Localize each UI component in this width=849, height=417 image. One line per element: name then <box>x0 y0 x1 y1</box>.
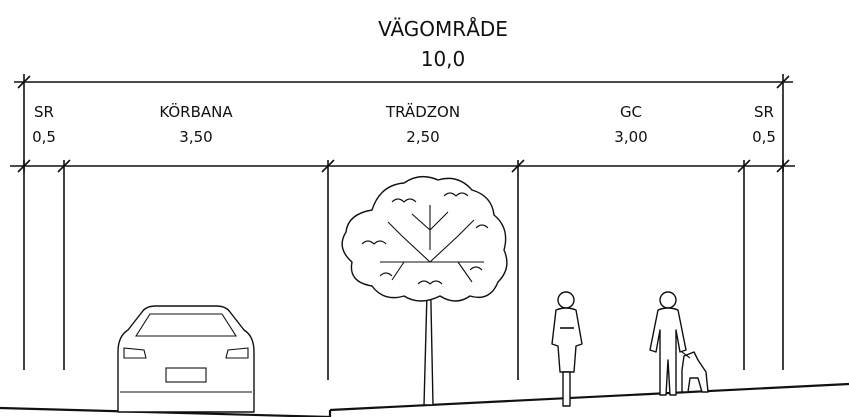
section-total-width: 10,0 <box>421 47 466 71</box>
segment-width-gc: 3,00 <box>614 128 647 146</box>
section-title: VÄGOMRÅDE <box>378 17 508 41</box>
segment-width-sr-left: 0,5 <box>32 128 56 146</box>
segment-name-tradzon: TRÄDZON <box>385 102 460 121</box>
segment-name-sr-left: SR <box>34 103 54 121</box>
boundary-lines <box>23 160 784 380</box>
segment-width-korbana: 3,50 <box>179 128 212 146</box>
pedestrian-with-dog-icon <box>649 291 709 396</box>
segment-width-tradzon: 2,50 <box>406 128 439 146</box>
cyclist-icon <box>551 291 583 407</box>
car-icon <box>117 305 255 413</box>
segment-width-sr-right: 0,5 <box>752 128 776 146</box>
segment-dimension-line <box>10 159 795 173</box>
overall-dimension-line <box>14 74 793 172</box>
segment-name-korbana: KÖRBANA <box>159 102 233 121</box>
segment-name-gc: GC <box>620 103 642 121</box>
segment-name-sr-right: SR <box>754 103 774 121</box>
tree-icon <box>341 175 508 406</box>
